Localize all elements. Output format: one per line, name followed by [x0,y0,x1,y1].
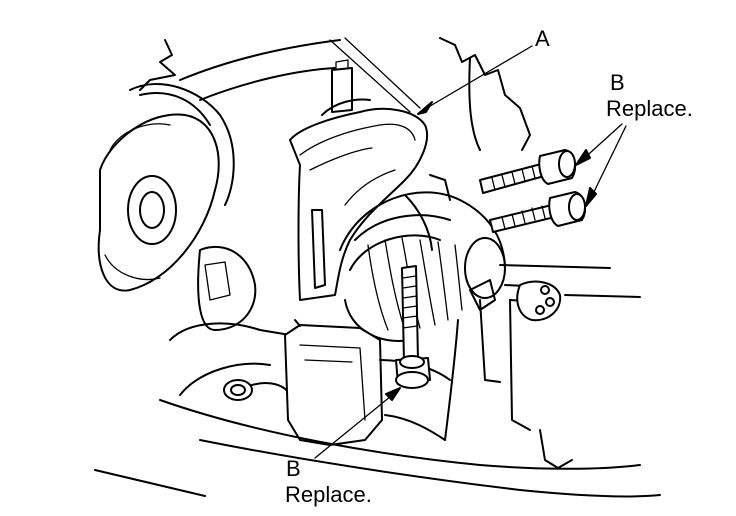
mount-bracket [289,59,429,301]
front-panel-edge [94,399,661,498]
callout-b-right-note: Replace. [606,96,693,121]
callout-a-label: A [535,26,550,51]
bolt-middle [489,191,587,233]
callout-b-bottom-letter: B [286,456,301,481]
callout-b-bottom-note: Replace. [285,482,372,507]
callout-b-right-letter: B [610,70,625,95]
bolt-upper [479,149,577,194]
bolt-lower [395,265,431,389]
wheel-well-structure [97,37,531,401]
leader-lines [314,45,627,459]
axle-boot [339,174,641,469]
